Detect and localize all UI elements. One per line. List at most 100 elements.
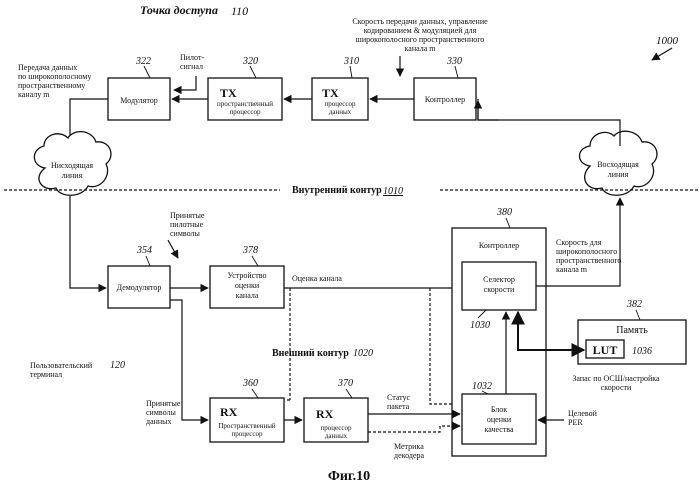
modulator-block: Модулятор 322 (108, 56, 170, 120)
svg-text:декодера: декодера (394, 451, 424, 460)
svg-text:Пространственный: Пространственный (218, 422, 276, 430)
arrow-pilot-to-modulator (174, 76, 196, 90)
svg-text:TX: TX (220, 86, 237, 100)
snr-margin-label: Запас по ОСШ/настройка скорости (572, 374, 660, 392)
rate-control-annotation: Скорость передачи данных, управление код… (352, 17, 488, 53)
svg-text:процессор: процессор (232, 430, 263, 438)
svg-text:Пилот-: Пилот- (180, 53, 204, 62)
svg-text:сигнал: сигнал (180, 62, 203, 71)
inner-loop-ref: 1010 (383, 186, 403, 197)
rx-pilots-label: Принятые пилотные символы (170, 211, 205, 238)
controller-ap-block: Контроллер 330 (414, 56, 476, 120)
svg-text:TX: TX (322, 86, 339, 100)
svg-text:оценки: оценки (487, 415, 512, 424)
rx-pilots-arrow (168, 240, 178, 258)
svg-text:процессор: процессор (321, 424, 352, 432)
svg-text:пространственному: пространственному (18, 81, 85, 90)
target-per-label: Целевой PER (568, 409, 598, 427)
svg-text:Контроллер: Контроллер (479, 241, 519, 250)
svg-text:процессор: процессор (230, 108, 261, 116)
svg-text:LUT: LUT (593, 343, 618, 357)
pilot-label: Пилот- сигнал (180, 53, 204, 71)
svg-text:терминал: терминал (30, 370, 62, 379)
channel-estimator-ref: 378 (242, 245, 258, 256)
svg-text:Нисходящая: Нисходящая (51, 161, 93, 170)
svg-text:данных: данных (146, 417, 172, 426)
svg-text:линия: линия (608, 170, 629, 179)
svg-text:скорости: скорости (484, 285, 515, 294)
rate-selector-ref: 1030 (470, 320, 490, 331)
arrow-downlink-to-demod (70, 196, 106, 288)
controller-ap-ref: 330 (446, 56, 462, 67)
rx-spatial-ref: 360 (242, 378, 258, 389)
controller-ut-ref: 380 (496, 207, 512, 218)
memory-ref: 382 (626, 299, 642, 310)
svg-text:Контроллер: Контроллер (425, 95, 465, 104)
svg-text:Передача данных: Передача данных (18, 63, 77, 72)
svg-text:каналу m: каналу m (18, 90, 50, 99)
svg-text:процессор: процессор (325, 100, 356, 108)
access-point-ref: 110 (231, 4, 248, 18)
svg-text:Блок: Блок (491, 405, 507, 414)
rx-spatial-processor-block: RX Пространственный процессор 360 (210, 378, 284, 442)
uplink-cloud: Восходящая линия (580, 131, 657, 195)
svg-text:пилотные: пилотные (170, 220, 204, 229)
svg-text:канала m: канала m (405, 44, 437, 53)
svg-text:Пользовательский: Пользовательский (30, 361, 93, 370)
svg-text:Принятые: Принятые (170, 211, 205, 220)
outer-loop-label: Внешний контур (272, 348, 349, 359)
svg-text:Восходящая: Восходящая (597, 160, 639, 169)
svg-text:широкополосного: широкополосного (556, 247, 617, 256)
svg-text:пространственный: пространственный (217, 100, 273, 108)
svg-text:широкополосного пространственн: широкополосного пространственного (356, 35, 485, 44)
svg-text:Модулятор: Модулятор (120, 96, 157, 105)
modulator-ref: 322 (135, 56, 151, 67)
tx-data-ref: 310 (343, 56, 359, 67)
tx-spatial-ref: 320 (242, 56, 258, 67)
svg-text:Запас по ОСШ/настройка: Запас по ОСШ/настройка (572, 374, 660, 383)
svg-text:Демодулятор: Демодулятор (117, 283, 162, 292)
svg-text:по широкополосному: по широкополосному (18, 72, 91, 81)
rx-data-ref: 370 (337, 378, 353, 389)
channel-estimator-block: Устройство оценки канала 378 (210, 245, 284, 308)
svg-text:Скорость передачи данных, упра: Скорость передачи данных, управление (352, 17, 488, 26)
svg-text:пакета: пакета (387, 402, 410, 411)
figure-caption: Фиг.10 (328, 469, 370, 484)
tx-data-processor-block: TX процессор данных 310 (312, 56, 368, 120)
quality-estimator-ref: 1032 (472, 381, 492, 392)
svg-text:Метрика: Метрика (394, 442, 424, 451)
svg-text:Целевой: Целевой (568, 409, 598, 418)
lut-ref: 1036 (632, 346, 652, 357)
rx-data-symbols-label: Принятые символы данных (146, 399, 181, 426)
svg-text:символы: символы (170, 229, 201, 238)
outer-loop-ref: 1020 (353, 348, 373, 359)
svg-text:120: 120 (110, 360, 125, 371)
svg-text:данных: данных (329, 108, 352, 116)
svg-text:Устройство: Устройство (228, 271, 267, 280)
user-terminal-label: Пользовательский терминал 120 (30, 360, 125, 379)
svg-text:скорости: скорости (601, 383, 632, 392)
arrow-decoder-metric (368, 426, 460, 432)
svg-text:качества: качества (484, 425, 513, 434)
packet-status-label: Статус пакета (387, 393, 411, 411)
svg-text:оценки: оценки (235, 281, 260, 290)
svg-text:Статус: Статус (387, 393, 411, 402)
svg-text:RX: RX (220, 405, 238, 419)
inner-loop-label: Внутренний контур (292, 185, 382, 196)
svg-text:символы: символы (146, 408, 177, 417)
tx-spatial-processor-block: TX пространственный процессор 320 (208, 56, 282, 120)
tx-output-label: Передача данных по широкополосному прост… (18, 63, 91, 99)
rate-for-channel-label: Скорость для широкополосного пространств… (556, 238, 621, 274)
svg-text:канала: канала (236, 291, 259, 300)
svg-text:данных: данных (325, 432, 348, 440)
system-ref: 1000 (656, 35, 679, 47)
rx-data-processor-block: RX процессор данных 370 (304, 378, 368, 442)
svg-text:кодированием & модуляцией для: кодированием & модуляцией для (364, 26, 477, 35)
access-point-label: Точка доступа (140, 3, 218, 17)
svg-text:RX: RX (316, 407, 334, 421)
channel-estimate-label: Оценка канала (292, 274, 342, 283)
downlink-cloud: Нисходящая линия (34, 132, 111, 196)
svg-text:Память: Память (616, 325, 648, 336)
demodulator-block: Демодулятор 354 (108, 245, 170, 308)
